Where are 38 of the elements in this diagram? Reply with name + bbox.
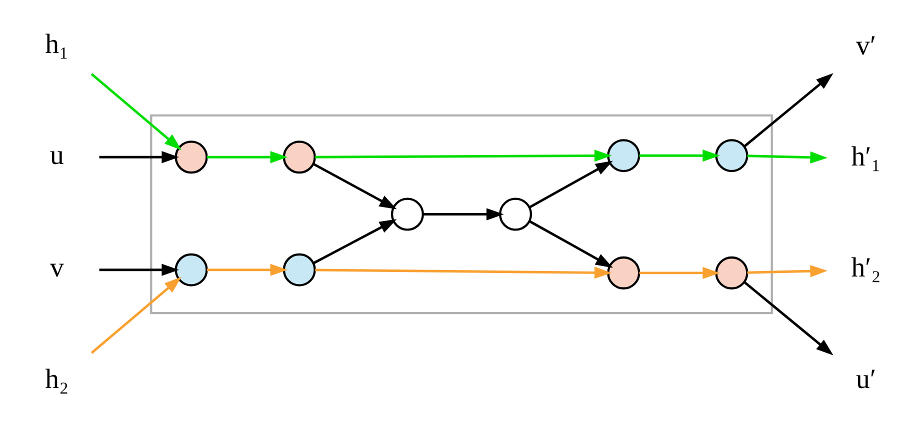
node-circle: [715, 138, 748, 172]
node-text: h₁: [45, 28, 69, 60]
node-circle: [499, 197, 532, 230]
node-circle: [174, 252, 208, 286]
arrow: [423, 208, 504, 220]
node-text: h₂: [45, 363, 69, 394]
arrow: [312, 162, 397, 209]
cluster: [150, 114, 773, 314]
node-text: v′: [856, 30, 876, 61]
node-circle: [715, 256, 748, 289]
arrow: [639, 266, 720, 279]
arrow: [90, 72, 182, 150]
arrow: [639, 149, 720, 162]
arrow: [315, 266, 612, 278]
arrow: [207, 263, 288, 276]
arrow: [99, 150, 180, 163]
arrow: [528, 220, 613, 268]
arrow: [207, 150, 288, 163]
arrow: [747, 150, 828, 163]
node-text: v: [50, 252, 64, 284]
node-text: u′: [856, 363, 876, 394]
arrow: [315, 149, 612, 162]
node-text: h′₁: [851, 140, 881, 172]
node-circle: [607, 138, 640, 172]
arrow: [747, 264, 828, 277]
node-circle: [174, 140, 208, 174]
node-circle: [282, 252, 316, 286]
arrow: [312, 218, 397, 264]
node-text: u: [50, 139, 64, 170]
node-circle: [390, 197, 424, 230]
arrow: [744, 280, 834, 355]
node-circle: [282, 140, 316, 174]
node-text: h′₂: [851, 252, 881, 284]
arrow: [744, 72, 834, 147]
arrow: [528, 160, 613, 208]
arrow: [99, 263, 180, 276]
node-circle: [607, 256, 640, 289]
arrow: [90, 276, 182, 354]
